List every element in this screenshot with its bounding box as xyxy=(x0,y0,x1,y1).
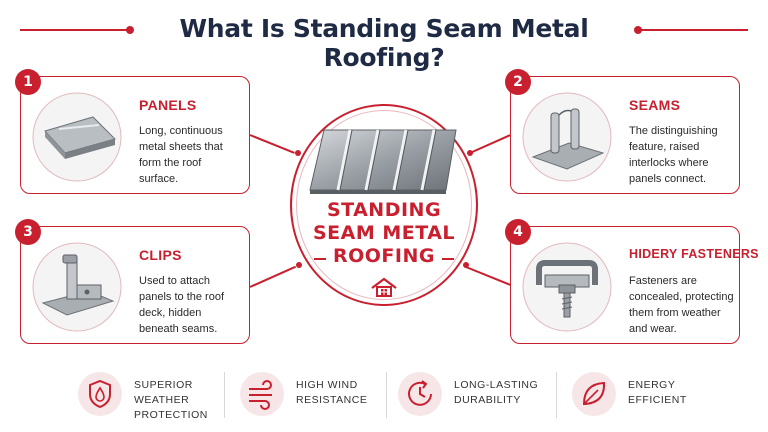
card-text-line: Used to attach xyxy=(139,275,210,287)
shield-drop-icon xyxy=(89,379,111,409)
card-title: PANELS xyxy=(139,97,197,113)
card-title: CLIPS xyxy=(139,247,182,263)
card-number-badge: 2 xyxy=(505,69,531,95)
fastener-icon xyxy=(522,242,612,332)
feature-energy-efficient: ENERGY EFFICIENT xyxy=(572,368,702,424)
feature-text-line: PROTECTION xyxy=(134,409,208,421)
feature-text-line: EFFICIENT xyxy=(628,394,687,406)
card-description: Used to attach panels to the roof deck, … xyxy=(139,273,249,337)
card-text-line: deck, hidden xyxy=(139,307,202,319)
feature-icon-bg xyxy=(572,372,616,416)
card-text-line: surface. xyxy=(139,173,179,185)
feature-text-line: ENERGY xyxy=(628,379,676,391)
card-description: Long, continuous metal sheets that form … xyxy=(139,123,249,187)
title-dot-left xyxy=(126,26,134,34)
connector-dot xyxy=(463,262,469,268)
feature-divider xyxy=(386,372,387,418)
wind-icon xyxy=(249,380,272,410)
card-number-badge: 1 xyxy=(15,69,41,95)
connector-clips xyxy=(249,265,297,288)
card-title: SEAMS xyxy=(629,97,681,113)
connector-fasteners xyxy=(465,266,511,286)
card-text-line: beneath seams. xyxy=(139,323,218,335)
feature-text-line: SUPERIOR xyxy=(134,379,193,391)
center-label-line1: STANDING xyxy=(326,199,442,221)
metal-sheet-icon xyxy=(32,92,122,182)
card-text-line: The distinguishing xyxy=(629,125,718,137)
feature-divider xyxy=(224,372,225,418)
feature-label: LONG-LASTING DURABILITY xyxy=(454,378,538,408)
feature-icon-bg xyxy=(78,372,122,416)
feature-durability: LONG-LASTING DURABILITY xyxy=(398,368,558,424)
title-rule-left xyxy=(20,29,130,31)
feature-label: HIGH WIND RESISTANCE xyxy=(296,378,367,408)
page-title: What Is Standing Seam Metal Roofing? xyxy=(179,14,589,72)
feature-label: SUPERIOR WEATHER PROTECTION xyxy=(134,378,208,423)
feature-label: ENERGY EFFICIENT xyxy=(628,378,687,408)
feature-text-line: WEATHER xyxy=(134,394,190,406)
feature-wind-resistance: HIGH WIND RESISTANCE xyxy=(240,368,390,424)
feature-text-line: DURABILITY xyxy=(454,394,521,406)
center-label-line3: ROOFING xyxy=(333,245,435,267)
feature-text-line: HIGH WIND xyxy=(296,379,358,391)
title-row: What Is Standing Seam Metal Roofing? xyxy=(0,8,768,72)
card-text-line: concealed, protecting xyxy=(629,291,734,303)
feature-bar: SUPERIOR WEATHER PROTECTION HIGH WIND RE… xyxy=(0,362,768,432)
feature-text-line: LONG-LASTING xyxy=(454,379,539,391)
feature-weather-protection: SUPERIOR WEATHER PROTECTION xyxy=(78,368,228,424)
card-text-line: interlocks where xyxy=(629,157,709,169)
card-number-badge: 3 xyxy=(15,219,41,245)
card-text-line: them from weather xyxy=(629,307,721,319)
card-fasteners: 4 HIDERY FASTENERS Fasteners are conceal… xyxy=(505,219,759,344)
label-dash-right xyxy=(442,258,454,260)
seam-profile-icon xyxy=(522,92,612,182)
feature-text-line: RESISTANCE xyxy=(296,394,368,406)
card-text-line: feature, raised xyxy=(629,141,700,153)
card-text-line: and wear. xyxy=(629,323,677,335)
connector-dot xyxy=(296,262,302,268)
card-description: The distinguishing feature, raised inter… xyxy=(629,123,739,187)
card-text-line: panels to the roof xyxy=(139,291,225,303)
title-rule-right xyxy=(638,29,748,31)
card-title: HIDERY FASTENERS xyxy=(629,247,759,261)
card-text-line: panels connect. xyxy=(629,173,707,185)
card-text-line: form the roof xyxy=(139,157,202,169)
card-seams: 2 SEAMS The distinguishing feature, rais… xyxy=(505,69,740,194)
house-icon xyxy=(371,277,397,297)
card-panels: 1 PANELS Long, continuous metal sheets t… xyxy=(15,69,250,194)
connector-dot xyxy=(295,150,301,156)
feature-divider xyxy=(556,372,557,418)
card-number-badge: 4 xyxy=(505,219,531,245)
clock-icon xyxy=(408,380,432,406)
feature-icon-bg xyxy=(240,372,284,416)
feature-icon-bg xyxy=(398,372,442,416)
card-clips: 3 CLIPS Used to attach panels to the roo… xyxy=(15,219,250,344)
label-dash-left xyxy=(314,258,326,260)
center-inner-ring xyxy=(296,110,472,300)
center-label-line2: SEAM METAL xyxy=(312,222,456,244)
connector-seams xyxy=(469,134,511,154)
card-text-line: Fasteners are xyxy=(629,275,697,287)
card-text-line: metal sheets that xyxy=(139,141,223,153)
card-text-line: Long, continuous xyxy=(139,125,223,137)
connector-panels xyxy=(249,134,295,154)
connector-dot xyxy=(467,150,473,156)
leaf-icon xyxy=(582,381,606,406)
clip-icon xyxy=(32,242,122,332)
card-description: Fasteners are concealed, protecting them… xyxy=(629,273,739,337)
roof-panel-illustration xyxy=(309,129,457,194)
